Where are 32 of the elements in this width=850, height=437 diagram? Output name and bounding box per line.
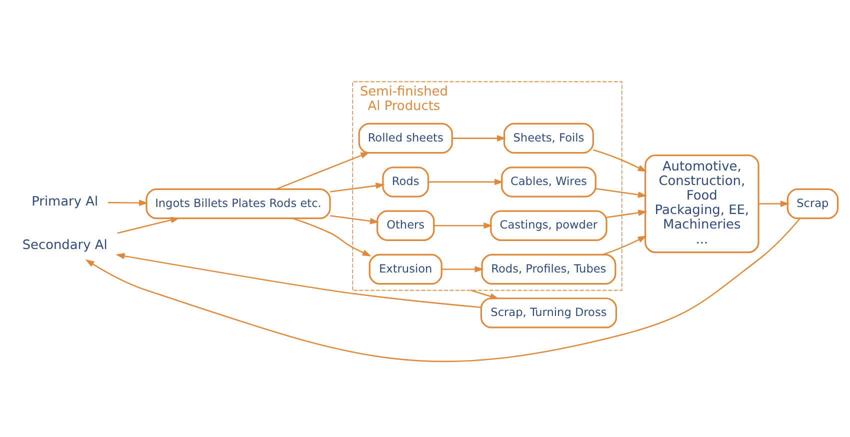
arrow [330, 215, 380, 224]
node-box: Rods [382, 166, 430, 198]
node-box: Ingots Billets Plates Rods etc. [146, 188, 331, 220]
node-box: Cables, Wires [501, 166, 596, 198]
arrow [330, 182, 385, 192]
arrow [452, 135, 506, 142]
arrow [434, 222, 493, 229]
node-box: Extrusion [368, 254, 442, 285]
arrow [442, 266, 484, 272]
arrow [116, 252, 482, 308]
node-box: Scrap [786, 188, 839, 220]
arrow [470, 290, 500, 300]
node-box: Sheets, Foils [503, 122, 594, 154]
node-text: Secondary Al [22, 238, 108, 253]
arrow [292, 218, 372, 256]
arrow [602, 236, 647, 256]
arrow [758, 200, 790, 207]
arrow [593, 149, 647, 172]
node-box: Scrap, Turning Dross [480, 298, 618, 328]
arrow [117, 216, 180, 234]
arrow [85, 218, 800, 362]
node-box: Castings, powder [490, 210, 608, 241]
node-box: Others [376, 210, 435, 241]
arrow [108, 200, 148, 206]
node-box: Rolled sheets [358, 122, 453, 154]
arrow [428, 178, 504, 186]
node-box: Rods, Profiles, Tubes [481, 254, 616, 285]
node-box: Automotive, Construction, Food Packaging, EE, Machineries ... [644, 154, 760, 254]
arrow [596, 188, 647, 198]
arrow [276, 152, 370, 190]
node-text: Primary Al [32, 194, 98, 210]
arrow [606, 210, 648, 218]
